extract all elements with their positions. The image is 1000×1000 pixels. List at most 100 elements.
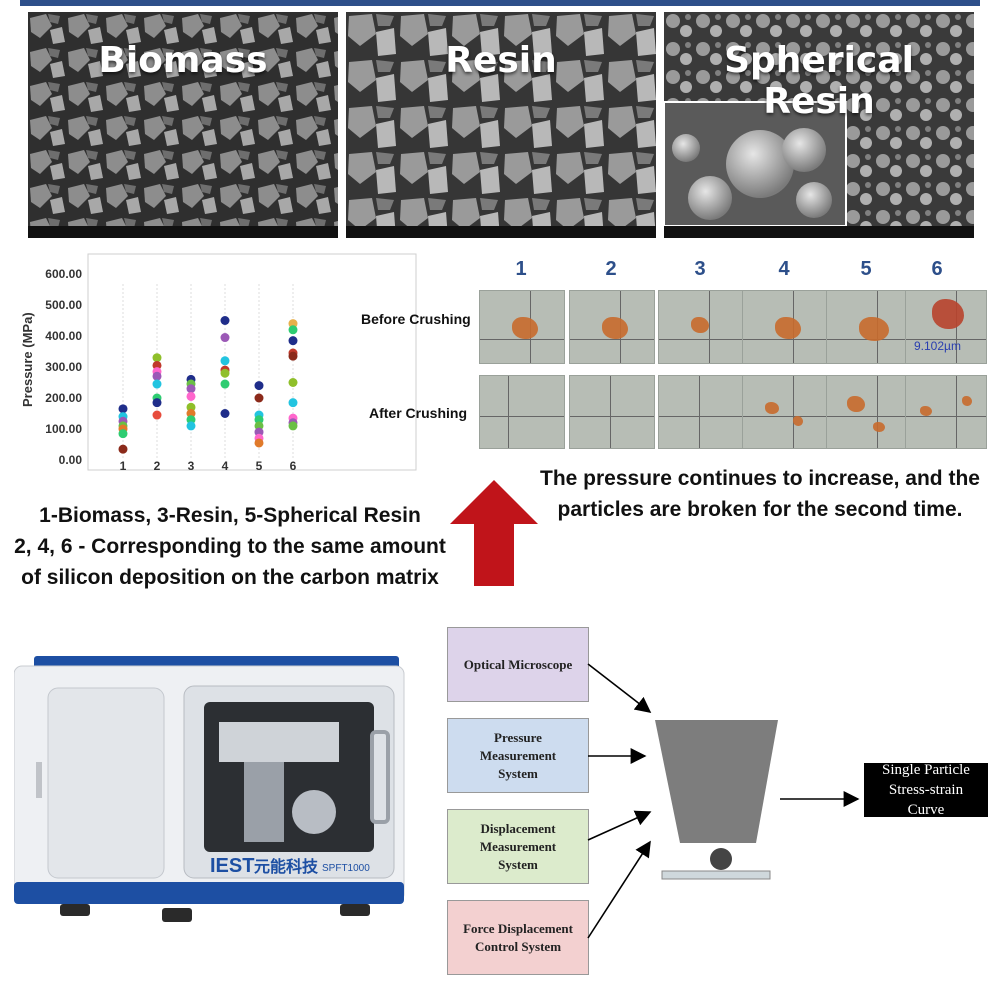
box-label: Measurement bbox=[479, 838, 557, 854]
x-tick-label: 1 bbox=[120, 459, 127, 473]
machine-model: SPFT1000 bbox=[322, 863, 370, 874]
thumb-after-2 bbox=[569, 375, 655, 449]
red-up-arrow-icon bbox=[450, 480, 538, 586]
data-point bbox=[152, 360, 162, 370]
data-point bbox=[254, 393, 264, 403]
box-displacement-measurement: Displacement Measurement System bbox=[447, 809, 589, 884]
sem-texture bbox=[346, 12, 656, 238]
thumb-index-3: 3 bbox=[694, 258, 706, 280]
box-pressure-measurement: Pressure Measurement System bbox=[447, 718, 589, 793]
data-point bbox=[152, 371, 162, 381]
sfpt-machine-illustration: IEST 元能科技 SPFT1000 bbox=[13, 652, 409, 932]
data-point bbox=[186, 391, 196, 401]
thumb-index-1: 1 bbox=[515, 258, 527, 280]
data-point bbox=[220, 333, 230, 343]
caption-line: The pressure continues to increase, and … bbox=[540, 467, 980, 490]
arrow-optical bbox=[587, 663, 652, 713]
data-point bbox=[186, 415, 196, 425]
machine-drawing: IEST 元能科技 SPFT1000 bbox=[13, 656, 405, 922]
sem-panel-spherical-resin: Spherical Resin bbox=[664, 12, 974, 238]
data-point bbox=[288, 378, 298, 387]
caption-line: 1-Biomass, 3-Resin, 5-Spherical Resin bbox=[39, 504, 421, 527]
thumb-6-size-label: 9.102µm bbox=[914, 339, 961, 353]
thumb-index-2: 2 bbox=[605, 258, 617, 280]
caption-line: particles are broken for the second time… bbox=[557, 498, 963, 521]
data-point bbox=[152, 353, 162, 363]
sample-stage bbox=[661, 870, 771, 880]
box-label: Displacement bbox=[480, 820, 556, 836]
caption-second-break: The pressure continues to increase, and … bbox=[520, 463, 1000, 525]
box-label: Force Displacement bbox=[463, 920, 573, 936]
y-tick-label: 300.00 bbox=[45, 360, 82, 374]
chart-svg: Pressure (MPa) 0.00 100.00 200.00 300.00 400… bbox=[20, 253, 471, 473]
data-points bbox=[118, 316, 298, 454]
data-point bbox=[186, 421, 196, 431]
sem-title-spherical-resin: Spherical Resin bbox=[724, 40, 914, 122]
y-axis-label: Pressure (MPa) bbox=[20, 312, 35, 407]
box-force-displacement-control: Force Displacement Control System bbox=[447, 900, 589, 975]
data-point bbox=[186, 384, 196, 394]
y-tick-label: 500.00 bbox=[45, 298, 82, 312]
data-point bbox=[288, 319, 298, 329]
data-point bbox=[288, 351, 298, 361]
thumb-before-1 bbox=[479, 290, 565, 364]
box-label: Optical Microscope bbox=[463, 656, 573, 672]
box-label: System bbox=[498, 856, 538, 872]
data-point bbox=[288, 336, 298, 346]
x-tick-label: 2 bbox=[154, 459, 161, 473]
data-point bbox=[220, 368, 230, 378]
pressure-scatter-chart: Pressure (MPa) 0.00 100.00 200.00 300.00 400… bbox=[18, 250, 478, 480]
data-point bbox=[220, 379, 230, 389]
sem-panel-resin: Resin bbox=[346, 12, 656, 238]
thumb-after-3 bbox=[658, 375, 744, 449]
thumb-before-4 bbox=[742, 290, 828, 364]
arrow-displacement bbox=[587, 810, 652, 841]
data-point bbox=[254, 415, 264, 425]
machine-brand-cn: 元能科技 bbox=[254, 857, 319, 876]
thumb-before-3 bbox=[658, 290, 744, 364]
thumb-before-2 bbox=[569, 290, 655, 364]
plot-frame bbox=[87, 253, 417, 471]
box-stress-strain-result: Single Particle Stress-strain Curve bbox=[864, 762, 988, 818]
sem-texture bbox=[664, 12, 974, 238]
thumb-before-5 bbox=[826, 290, 912, 364]
thumb-index-5: 5 bbox=[860, 258, 872, 280]
thumb-before-6: 9.102µm bbox=[905, 290, 987, 364]
data-point bbox=[220, 316, 230, 325]
y-tick-label: 200.00 bbox=[45, 391, 82, 405]
y-tick-label: 0.00 bbox=[59, 453, 83, 467]
thumb-after-4 bbox=[742, 375, 828, 449]
data-point bbox=[186, 402, 196, 412]
data-point bbox=[254, 421, 264, 431]
sem-scale-bar bbox=[28, 226, 338, 238]
data-point bbox=[118, 444, 128, 454]
data-point bbox=[118, 404, 128, 414]
box-label: Pressure bbox=[494, 729, 542, 745]
machine-brand: IEST bbox=[210, 855, 254, 877]
box-label: Control System bbox=[474, 938, 562, 954]
sem-scale-bar bbox=[664, 226, 974, 238]
data-point bbox=[254, 438, 264, 448]
thumb-index-6: 6 bbox=[931, 258, 943, 280]
box-label: System bbox=[498, 765, 538, 781]
result-label: Stress-strain bbox=[888, 782, 964, 798]
annotation-after-crushing: After Crushing bbox=[369, 405, 467, 421]
data-point bbox=[152, 379, 162, 389]
data-point bbox=[288, 421, 298, 431]
data-point bbox=[186, 409, 196, 418]
particle-icon bbox=[710, 848, 732, 870]
sem-title-resin: Resin bbox=[445, 40, 557, 81]
sem-title-biomass: Biomass bbox=[98, 40, 268, 81]
x-tick-label: 3 bbox=[188, 459, 195, 473]
thumb-index-4: 4 bbox=[778, 258, 790, 280]
thumb-after-1 bbox=[479, 375, 565, 449]
data-point bbox=[118, 429, 128, 439]
thumb-after-6 bbox=[905, 375, 987, 449]
y-tick-label: 100.00 bbox=[45, 422, 82, 436]
y-tick-label: 400.00 bbox=[45, 329, 82, 343]
top-accent-bar bbox=[20, 0, 980, 6]
arrow-force bbox=[587, 840, 651, 939]
data-point bbox=[152, 410, 162, 420]
data-point bbox=[152, 398, 162, 408]
data-point bbox=[254, 381, 264, 391]
